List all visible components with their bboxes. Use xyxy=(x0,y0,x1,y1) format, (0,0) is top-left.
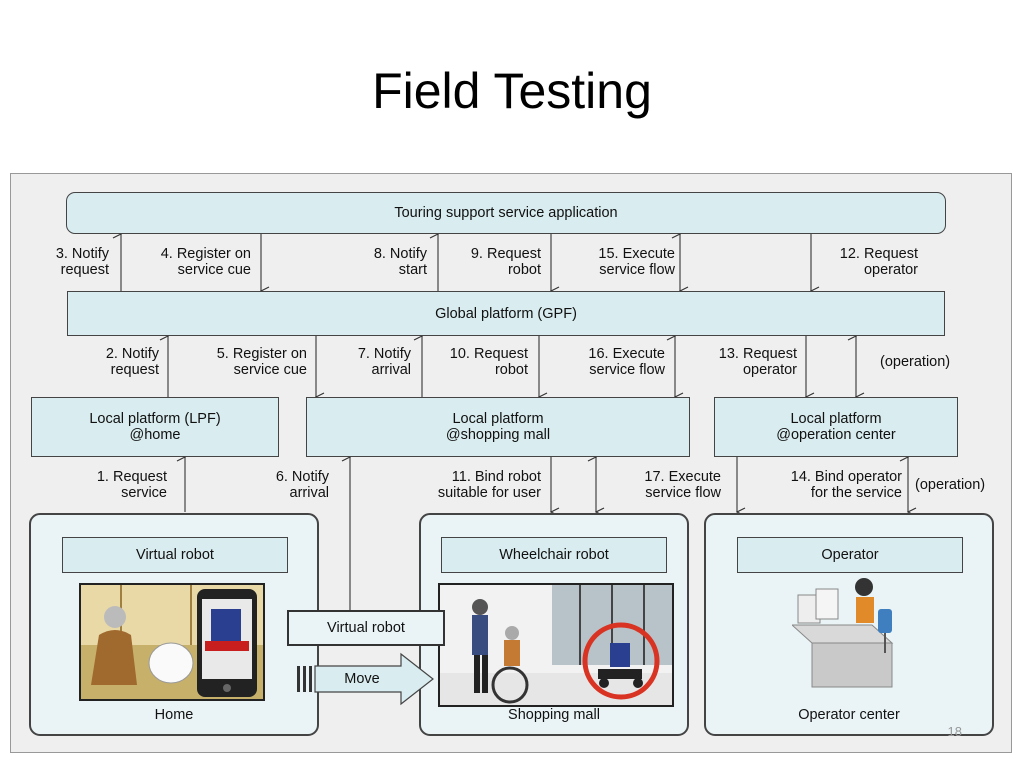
step-4-label: 4. Register on service cue xyxy=(160,246,251,278)
step-6-label: 6. Notify arrival xyxy=(275,469,329,501)
mall-caption: Shopping mall xyxy=(508,707,600,723)
step-5-label: 5. Register on service cue xyxy=(216,346,307,378)
step-3-label: 3. Notify request xyxy=(55,246,109,278)
step-7-label: 7. Notify arrival xyxy=(357,346,411,378)
operation-label-1: (operation) xyxy=(880,354,951,370)
step-14-label: 14. Bind operator for the service xyxy=(790,469,902,501)
step-9-label: 9. Request robot xyxy=(470,246,541,278)
slide-title: Field Testing xyxy=(372,63,652,119)
move-arrow-icon xyxy=(297,652,434,706)
operation-label-2: (operation) xyxy=(915,477,986,493)
ops-panel: Operator Operator center xyxy=(704,513,994,736)
arrows-layer xyxy=(11,174,1013,614)
step-8-label: 8. Notify start xyxy=(373,246,427,278)
lpf-mall-box: Local platform @shopping mall xyxy=(306,397,690,457)
home-illustration xyxy=(79,583,265,701)
step-12-label: 12. Request operator xyxy=(839,246,918,278)
operator-illustration xyxy=(790,575,912,693)
step-10-label: 10. Request robot xyxy=(449,346,528,378)
ops-caption: Operator center xyxy=(798,707,900,723)
architecture-diagram: Touring support service application Glob… xyxy=(10,173,1012,753)
home-caption: Home xyxy=(154,707,194,723)
step-11-label: 11. Bind robot suitable for user xyxy=(437,469,541,501)
home-panel: Virtual robot Home xyxy=(29,513,319,736)
step-2-label: 2. Notify request xyxy=(105,346,159,378)
touring-app-box: Touring support service application xyxy=(66,192,946,234)
move-label: Move xyxy=(344,671,380,687)
page-number: 18 xyxy=(947,724,962,739)
virtual-robot-transfer-box: Virtual robot xyxy=(287,610,445,646)
home-scene-icon xyxy=(81,585,263,699)
step-17-label: 17. Execute service flow xyxy=(644,469,721,501)
step-13-label: 13. Request operator xyxy=(718,346,797,378)
mall-illustration xyxy=(438,583,674,707)
mall-scene-icon xyxy=(440,585,672,705)
virtual-robot-box: Virtual robot xyxy=(62,537,288,573)
lpf-ops-box: Local platform @operation center xyxy=(714,397,958,457)
operator-desk-icon xyxy=(790,578,894,688)
gpf-box: Global platform (GPF) xyxy=(67,291,945,336)
mall-panel: Wheelchair robot xyxy=(419,513,689,736)
lpf-home-box: Local platform (LPF) @home xyxy=(31,397,279,457)
step-15-label: 15. Execute service flow xyxy=(598,246,675,278)
operator-box: Operator xyxy=(737,537,963,573)
wheelchair-robot-box: Wheelchair robot xyxy=(441,537,667,573)
step-16-label: 16. Execute service flow xyxy=(588,346,665,378)
step-1-label: 1. Request service xyxy=(96,469,167,501)
